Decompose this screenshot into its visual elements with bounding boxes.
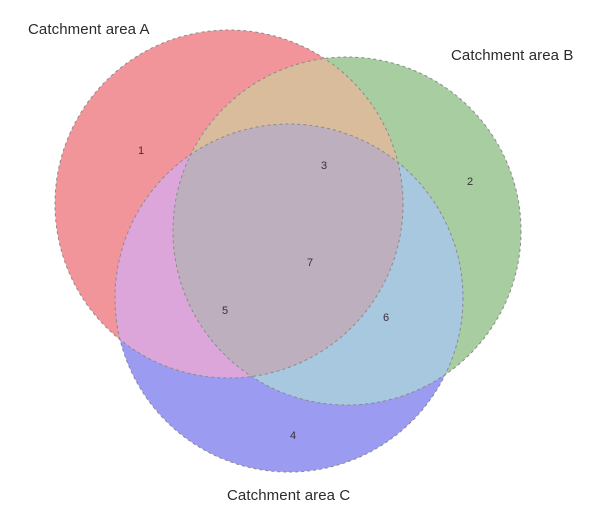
venn-region-count-ac: 5	[221, 305, 229, 317]
venn-region-count-b: 2	[466, 176, 474, 188]
set-label-c: Catchment area C	[227, 487, 351, 504]
set-label-a: Catchment area A	[28, 21, 150, 38]
venn-region-count-bc: 6	[382, 312, 390, 324]
venn-circle-c-outline	[114, 123, 464, 473]
venn-region-count-ab: 3	[320, 160, 328, 172]
venn-region-count-c: 4	[289, 430, 297, 442]
venn-region-abc-group	[173, 124, 403, 378]
set-label-b: Catchment area B	[451, 47, 574, 64]
venn-region-count-abc: 7	[306, 257, 314, 269]
venn-region-count-a: 1	[137, 145, 145, 157]
venn-circle-a-outline	[54, 29, 404, 379]
venn-circle-b-outline	[172, 56, 522, 406]
venn-region-abc-fill	[173, 124, 403, 378]
